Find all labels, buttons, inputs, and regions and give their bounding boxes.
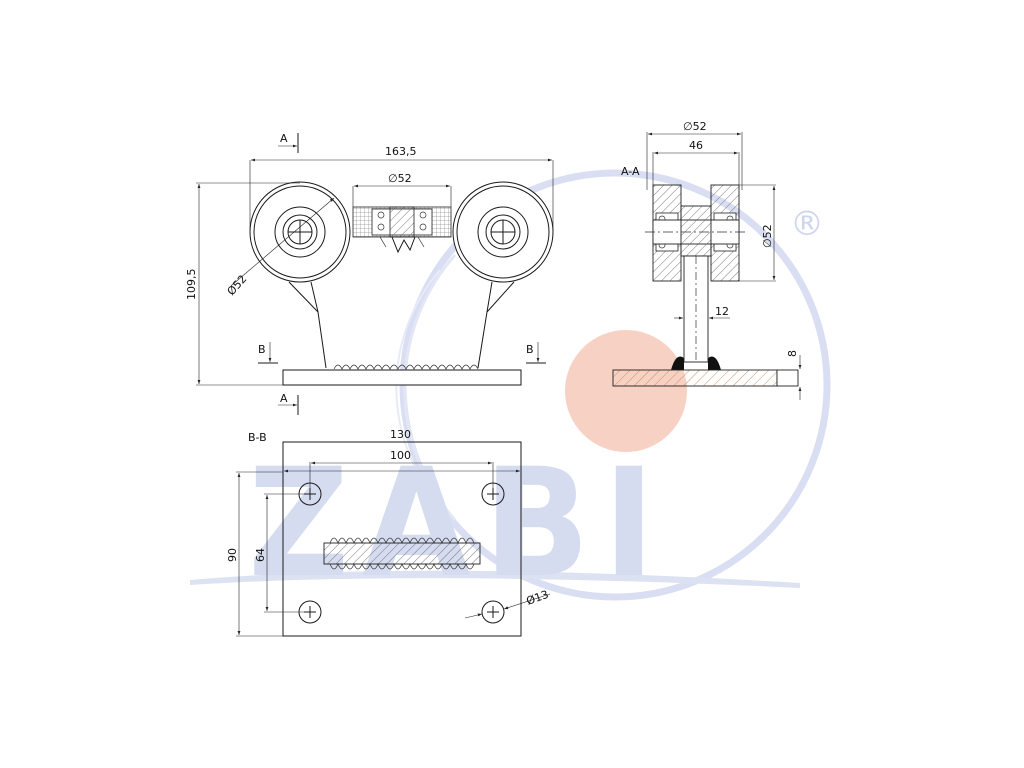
- front-view: 163,5 109,5 Ø52 ∅52 A A B B: [185, 132, 554, 415]
- dim-aa-outer: ∅52: [683, 120, 707, 133]
- section-bb-title: B-B: [248, 431, 267, 444]
- dim-bearing-diameter: ∅52: [388, 172, 412, 185]
- dim-aa-stem: 12: [715, 305, 729, 318]
- section-aa-title: A-A: [621, 165, 640, 178]
- section-marker-b-right: B: [526, 342, 546, 364]
- weld-bead: [333, 364, 479, 370]
- dim-aa-plate: 8: [786, 350, 799, 357]
- base-plate: [282, 369, 522, 386]
- watermark-swoosh: [190, 570, 800, 588]
- right-arm-outer: [486, 281, 493, 313]
- svg-text:B: B: [258, 343, 266, 356]
- dim-bb-hole-y: 64: [254, 548, 267, 562]
- left-wheel: [249, 181, 351, 283]
- right-wheel: [452, 181, 554, 283]
- svg-text:B: B: [526, 343, 534, 356]
- dim-wheel-diameter: Ø52: [225, 272, 250, 298]
- section-aa-view: A-A ∅52 46 ∅52 12: [612, 120, 802, 400]
- dim-aa-inner: 46: [689, 139, 703, 152]
- section-aa-plate: [612, 369, 778, 387]
- watermark-brand: ZABI: [248, 437, 668, 611]
- mount-hole: [481, 600, 505, 624]
- watermark-arc: [395, 269, 441, 506]
- dim-aa-wheel: ∅52: [761, 224, 774, 248]
- section-bb-plate: [282, 441, 522, 637]
- section-marker-a-bottom: A: [278, 392, 299, 415]
- center-bearing: [352, 206, 452, 254]
- section-bb-view: B-B 130 100 90 64 Ø13: [226, 428, 550, 637]
- stem-footprint: [323, 542, 481, 565]
- svg-text:A: A: [280, 132, 288, 145]
- left-arm: [288, 281, 327, 369]
- watermark-dot: [565, 330, 687, 452]
- right-arm: [477, 281, 515, 369]
- section-marker-b-left: B: [258, 342, 278, 364]
- section-marker-a-top: A: [278, 132, 299, 153]
- registered-mark: ®: [790, 204, 824, 244]
- dim-height: 109,5: [185, 269, 198, 301]
- dim-bb-height: 90: [226, 548, 239, 562]
- left-arm-outer: [310, 281, 319, 313]
- dim-bb-hole-x: 100: [390, 449, 411, 462]
- dim-bb-width: 130: [390, 428, 411, 441]
- svg-text:A: A: [280, 392, 288, 405]
- dim-width: 163,5: [385, 145, 417, 158]
- watermark-arc: [403, 254, 457, 521]
- watermark: ZABI ®: [190, 169, 831, 611]
